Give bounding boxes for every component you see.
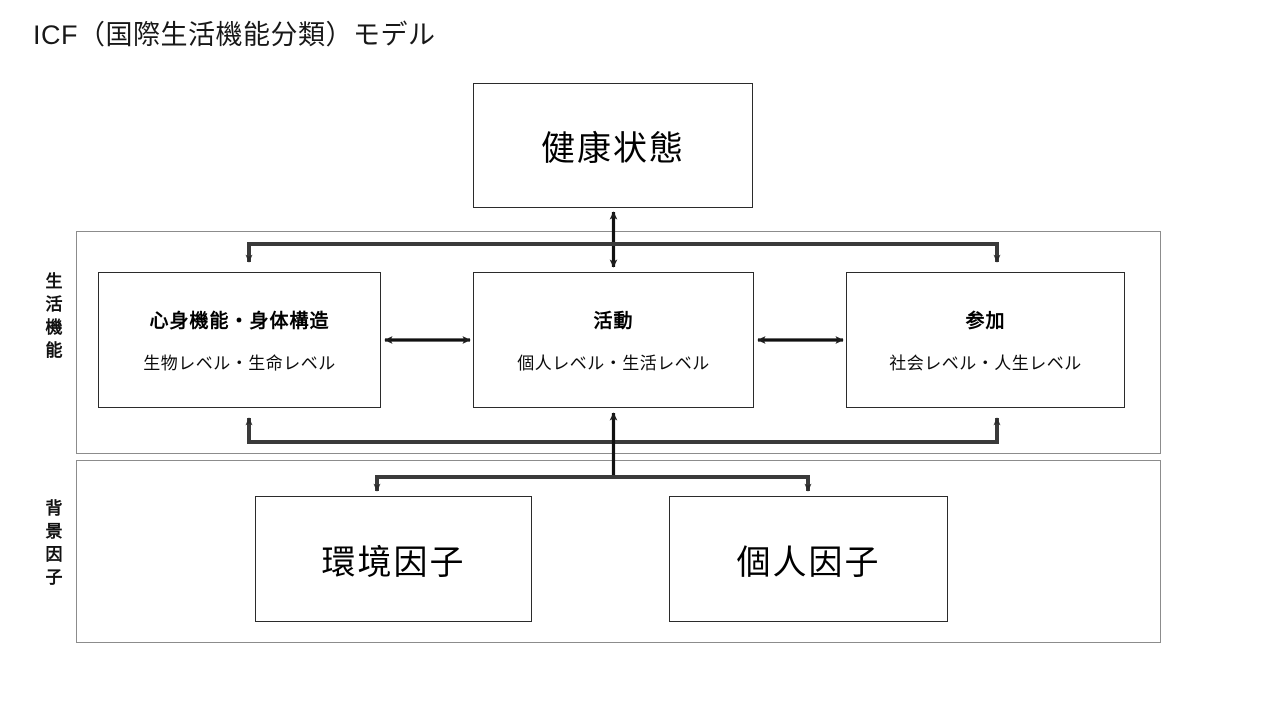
node-participation-title: 参加 xyxy=(965,311,1006,332)
page-title: ICF（国際生活機能分類）モデル xyxy=(33,20,436,50)
group-label-context-char-3: 子 xyxy=(45,568,63,587)
node-activity[interactable]: 活動 個人レベル・生活レベル xyxy=(473,272,754,408)
node-health-condition[interactable]: 健康状態 xyxy=(473,83,753,208)
group-label-context-char-0: 背 xyxy=(45,499,63,518)
group-label-functioning-char-1: 活 xyxy=(45,295,63,314)
group-label-context-char-1: 景 xyxy=(45,522,63,541)
node-health-condition-title: 健康状態 xyxy=(541,130,685,168)
group-label-functioning-char-3: 能 xyxy=(45,341,63,360)
node-body-functions-subtitle: 生物レベル・生命レベル xyxy=(143,354,336,373)
node-environmental-factors-title: 環境因子 xyxy=(321,543,466,582)
group-label-functioning-char-0: 生 xyxy=(45,272,63,291)
group-box-contextual-factors xyxy=(76,460,1161,643)
node-activity-subtitle: 個人レベル・生活レベル xyxy=(517,354,710,373)
node-participation-subtitle: 社会レベル・人生レベル xyxy=(889,354,1082,373)
node-personal-factors-title: 個人因子 xyxy=(736,543,881,582)
node-body-functions-structures[interactable]: 心身機能・身体構造 生物レベル・生命レベル xyxy=(98,272,381,408)
group-label-functioning-char-2: 機 xyxy=(45,318,63,337)
node-personal-factors[interactable]: 個人因子 xyxy=(669,496,948,622)
group-label-functioning: 生 活 機 能 xyxy=(42,270,66,362)
node-activity-title: 活動 xyxy=(593,311,634,332)
group-label-context-char-2: 因 xyxy=(45,545,63,564)
group-box-functioning xyxy=(76,231,1161,454)
node-environmental-factors[interactable]: 環境因子 xyxy=(255,496,532,622)
node-body-functions-title: 心身機能・身体構造 xyxy=(149,311,330,332)
group-label-contextual-factors: 背 景 因 子 xyxy=(42,497,66,589)
node-participation[interactable]: 参加 社会レベル・人生レベル xyxy=(846,272,1125,408)
